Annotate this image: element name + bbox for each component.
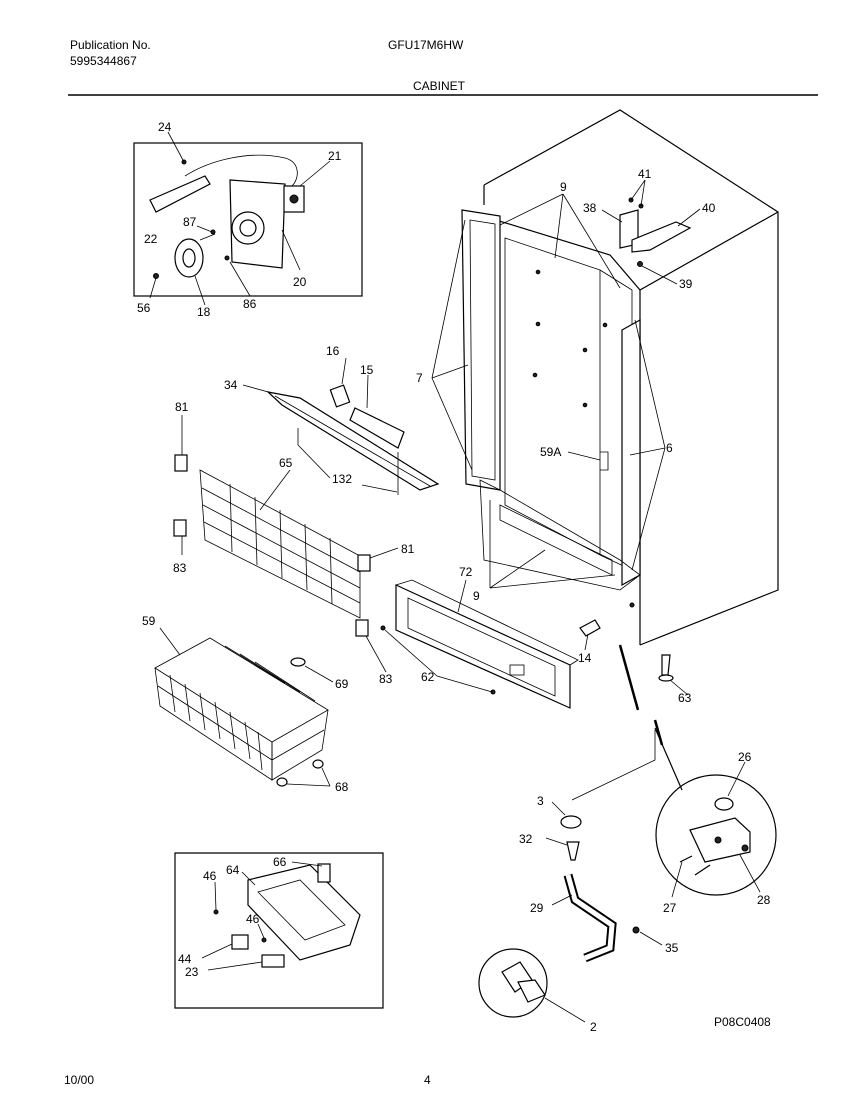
model-number: GFU17M6HW <box>388 38 464 52</box>
callout-62: 62 <box>421 670 435 684</box>
callout-32: 32 <box>519 832 533 846</box>
leveling-leg <box>661 654 671 676</box>
callout-14: 14 <box>578 651 592 665</box>
drain-fitting-detail <box>478 948 548 1018</box>
publication-label: Publication No. <box>70 38 151 52</box>
callout-35: 35 <box>665 941 679 955</box>
callout-21: 21 <box>328 149 342 163</box>
callout-9-top: 9 <box>560 180 567 194</box>
callout-39: 39 <box>679 277 693 291</box>
callout-24: 24 <box>158 120 172 134</box>
callout-83-right: 83 <box>379 672 393 686</box>
wire-shelf <box>173 454 371 637</box>
callout-44: 44 <box>178 952 192 966</box>
callout-9-bottom: 9 <box>473 589 480 603</box>
basket-stop <box>290 657 306 667</box>
cabinet-body <box>461 109 779 646</box>
callout-81-right: 81 <box>401 542 415 556</box>
publication-number: 5995344867 <box>70 54 137 68</box>
callout-28: 28 <box>757 893 771 907</box>
callout-22: 22 <box>144 232 158 246</box>
callout-72: 72 <box>459 565 473 579</box>
callout-38: 38 <box>583 201 597 215</box>
callout-18: 18 <box>197 305 211 319</box>
callout-56: 56 <box>137 301 151 315</box>
callout-64: 64 <box>226 863 240 877</box>
callout-68: 68 <box>335 780 349 794</box>
drain-plug <box>560 815 582 829</box>
control-inset <box>174 852 384 1009</box>
callout-59: 59 <box>142 614 156 628</box>
callout-59a: 59A <box>540 445 561 459</box>
callout-81-left: 81 <box>175 400 189 414</box>
footer-date: 10/00 <box>64 1073 95 1087</box>
callout-20: 20 <box>293 275 307 289</box>
callout-65: 65 <box>279 456 293 470</box>
section-title: CABINET <box>413 79 466 93</box>
callout-86: 86 <box>243 297 257 311</box>
callout-15: 15 <box>360 363 374 377</box>
callout-26: 26 <box>738 750 752 764</box>
callout-66: 66 <box>273 855 287 869</box>
drain-nozzle <box>566 841 580 861</box>
bracket-detail <box>655 774 777 896</box>
callout-27: 27 <box>663 901 677 915</box>
callout-3: 3 <box>537 794 544 808</box>
diagram-code: P08C0408 <box>714 1015 771 1029</box>
callout-87: 87 <box>183 215 197 229</box>
heater-assembly <box>266 384 440 495</box>
callout-63: 63 <box>678 691 692 705</box>
fan-assembly-inset <box>133 142 363 297</box>
callout-2: 2 <box>590 1020 597 1034</box>
callout-29: 29 <box>530 901 544 915</box>
hinge-assembly <box>619 197 692 267</box>
callout-16: 16 <box>326 344 340 358</box>
callout-23: 23 <box>185 965 199 979</box>
callout-41: 41 <box>638 167 652 181</box>
kick-plate <box>380 579 579 709</box>
callout-132: 132 <box>332 472 352 486</box>
callout-69: 69 <box>335 677 349 691</box>
part-14 <box>579 619 601 637</box>
callout-7: 7 <box>416 371 423 385</box>
callout-46-mid: 46 <box>246 912 260 926</box>
page-number: 4 <box>424 1073 431 1087</box>
callout-83-left: 83 <box>173 561 187 575</box>
callout-40: 40 <box>702 201 716 215</box>
callout-46-top: 46 <box>203 869 217 883</box>
callout-34: 34 <box>224 378 238 392</box>
callout-6: 6 <box>666 441 673 455</box>
freezer-basket <box>154 637 329 781</box>
